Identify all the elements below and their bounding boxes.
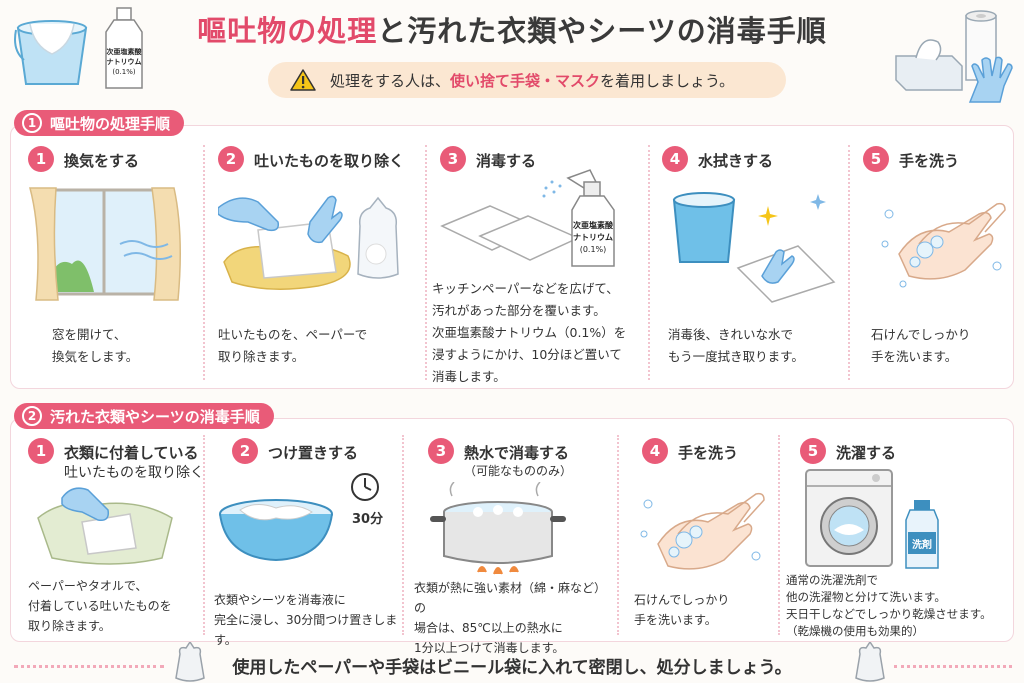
footer-text: 使用したペーパーや手袋はビニール袋に入れて密閉し、処分しましょう。 [232,658,792,678]
s2-step-4: 4 手を洗う 石けんでしっかり 手を洗います。 [634,438,776,638]
s1-step-5: 5 手を洗う 石けんでしっかり 手を洗います。 [863,146,1013,386]
water-bucket-icon [672,192,836,303]
spray-label-line2: ナトリウム [573,233,613,242]
step-title: 衣類に付着している [64,444,199,462]
bottle-label-line1: 次亜塩素酸 [107,47,143,56]
step-number: 5 [863,146,889,172]
page-title: 嘔吐物の処理と汚れた衣類やシーツの消毒手順 [0,8,1024,50]
hand-wash-icon [640,492,765,570]
bottle-label-line2: ナトリウム [107,57,142,66]
step-desc: 吐いたものを、ペーパーで 取り除きます。 [218,327,368,364]
s1-step-2: 2 吐いたものを取り除く 吐いたものを、ペーパーで 取り除きます。 [218,146,418,386]
step-number: 5 [800,438,826,464]
s1-step-1: 1 換気をする 窓を開けて、 換気をします。 [28,146,198,386]
trash-bag-icon [855,642,885,682]
hand-wash-icon [881,202,1006,288]
glove-icon [968,56,1013,103]
step-desc: 衣類が熱に強い素材（綿・麻など）の 場合は、85℃以上の熱水に 1分以上つけて消… [414,581,607,655]
step-number: 4 [642,438,668,464]
vomit-cleanup-icon [218,195,399,290]
paper-towels-icon [440,205,580,261]
detergent-bottle-icon: 洗剤 [905,500,939,569]
section2-title: 汚れた衣類やシーツの消毒手順 [50,407,260,426]
step-number: 1 [28,146,54,172]
divider [425,145,427,380]
divider [778,435,780,635]
bucket-icon [14,20,88,85]
s1-step-4: 4 水拭きする 消毒後、きれいな水で もう一度拭き取ります。 [662,146,844,386]
warning-text-highlight: 使い捨て手袋・マスク [450,71,601,90]
s1-step-3: 3 消毒する 次亜塩素酸 ナトリウム (0.1%) キッチンペーパーなどを広げて… [432,146,644,386]
window-icon [29,187,181,301]
step-title: 洗濯する [836,444,897,462]
trash-bag-icon [175,642,205,682]
divider [617,435,619,635]
step-title: 熱水で消毒する [464,444,570,462]
title-rest: と汚れた衣類やシーツの消毒手順 [377,14,827,48]
s2-step-5: 5 洗濯する 洗剤 通常の洗濯洗剤で 他の洗濯物と分けて洗います。 天日干しなど… [786,438,1012,638]
clothes-cleanup-icon [37,487,173,565]
timer-label: 30分 [352,512,384,527]
divider [203,145,205,380]
step-title: 吐いたものを取り除く [254,152,405,170]
divider [848,145,850,380]
step-number: 4 [662,146,688,172]
step-title: 水拭きする [698,152,774,170]
step-number: 3 [440,146,466,172]
step-title: 手を洗う [899,152,960,170]
step-desc: ペーパーやタオルで、 付着している吐いたものを 取り除きます。 [28,579,172,633]
section1-title: 嘔吐物の処理手順 [50,114,171,133]
section2-label: 2 汚れた衣類やシーツの消毒手順 [14,403,274,429]
footer-dots-left [14,665,164,668]
bottle-label-line3: (0.1%) [112,68,136,76]
detergent-label: 洗剤 [912,538,932,551]
tissue-box-icon [895,39,963,91]
step-number: 1 [28,438,54,464]
warning-text-before: 処理をする人は、 [330,71,451,90]
step-title: つけ置きする [268,444,359,462]
step-title: 手を洗う [678,444,739,462]
footer: 使用したペーパーや手袋はビニール袋に入れて密閉し、処分しましょう。 [0,642,1024,682]
footer-dots-right [894,665,1012,668]
spray-label-line3: (0.1%) [580,245,607,254]
step-desc: キッチンペーパーなどを広げて、 汚れがあった部分を覆います。 次亜塩素酸ナトリウ… [432,281,627,384]
spray-bottle-icon: 次亜塩素酸 ナトリウム (0.1%) [542,169,615,267]
step-desc: 窓を開けて、 換気をします。 [52,327,139,364]
step-desc: 衣類やシーツを消毒液に 完全に浸し、30分間つけ置きします。 [214,593,398,647]
soak-basin-icon [219,499,333,562]
divider [203,435,205,635]
clock-icon [351,473,379,501]
bleach-bottle-icon: 次亜塩素酸 ナトリウム (0.1%) [105,7,143,89]
section1-number: 1 [22,113,42,133]
washing-machine-icon [805,469,893,567]
section1-label: 1 嘔吐物の処理手順 [14,110,185,136]
warning-text-after: を着用しましょう。 [600,71,735,90]
divider [648,145,650,380]
s2-step-3: 3 熱水で消毒する （可能なもののみ） 衣類が熱に強い素材（綿・麻など）の 場合… [414,438,614,655]
spray-label-line1: 次亜塩素酸 [573,220,614,230]
step-title-line2: 吐いたものを取り除く [64,465,204,481]
step-desc: 消毒後、きれいな水で もう一度拭き取ります。 [668,327,804,364]
step-title: 消毒する [476,152,537,170]
divider [402,435,404,635]
step-number: 3 [428,438,454,464]
boiling-pot-icon [430,482,566,575]
s2-step-2: 2 つけ置きする 30分 衣類やシーツを消毒液に 完全に浸し、30分間つけ置きし… [214,438,400,647]
warning-banner: 処理をする人は、使い捨て手袋・マスクを着用しましょう。 [268,62,786,98]
title-highlight: 嘔吐物の処理 [197,14,378,48]
section2-number: 2 [22,406,42,426]
step-title-line2: （可能なもののみ） [464,464,573,478]
step-title: 換気をする [64,152,140,170]
step-number: 2 [218,146,244,172]
step-desc: 通常の洗濯洗剤で 他の洗濯物と分けて洗います。 天日干しなどでしっかり乾燥させま… [786,573,992,638]
warning-icon [290,69,316,91]
s2-step-1: 1 衣類に付着している 吐いたものを取り除く ペーパーやタオルで、 付着している… [28,438,204,638]
step-number: 2 [232,438,258,464]
step-desc: 石けんでしっかり 手を洗います。 [871,327,971,364]
step-desc: 石けんでしっかり 手を洗います。 [634,593,730,627]
